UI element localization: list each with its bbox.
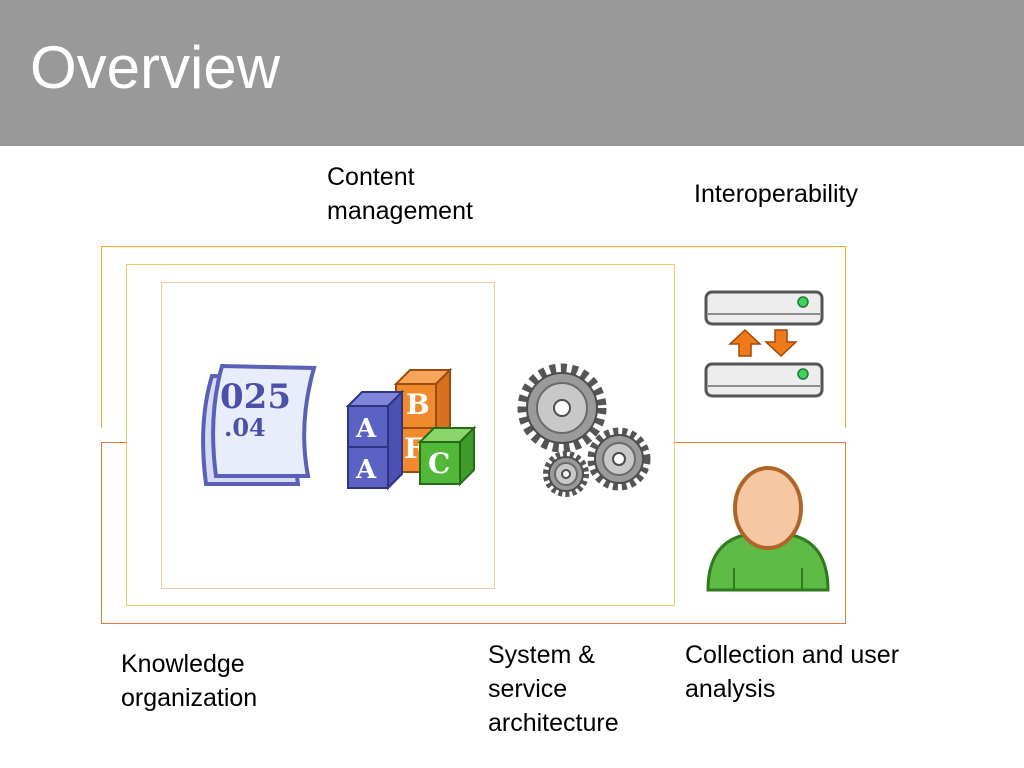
label-system-service-architecture: System & service architecture	[488, 641, 619, 737]
medium-gear	[587, 427, 651, 491]
servers-exchange-icon	[704, 290, 824, 398]
user-icon	[706, 466, 830, 592]
classification-number-icon: 025 .04	[201, 363, 317, 486]
server-top	[704, 290, 824, 326]
arrow-up-icon	[728, 328, 762, 357]
classification-line-1: 025	[220, 377, 291, 417]
slide-title: Overview	[30, 34, 281, 101]
gears-icon	[517, 363, 651, 497]
label-interoperability: Interoperability	[694, 180, 858, 208]
block-letter-b: B	[406, 388, 430, 421]
abc-blocks-icon: B F A A C	[345, 367, 477, 491]
large-gear	[517, 363, 607, 453]
label-knowledge-organization: Knowledge organization	[121, 650, 258, 712]
classification-line-2: .04	[224, 413, 266, 442]
arrow-down-icon	[764, 329, 798, 358]
block-letter-a-top: A	[355, 414, 377, 444]
block-letter-a-bottom: A	[355, 455, 377, 485]
server-bottom	[704, 362, 824, 398]
label-collection-user-analysis: Collection and user analysis	[685, 641, 900, 703]
frame-interoperability	[101, 246, 846, 428]
label-content-management: Content management	[327, 163, 473, 225]
block-letter-c: C	[428, 447, 450, 480]
small-gear	[543, 451, 589, 497]
title-bar: Overview	[0, 0, 1024, 146]
